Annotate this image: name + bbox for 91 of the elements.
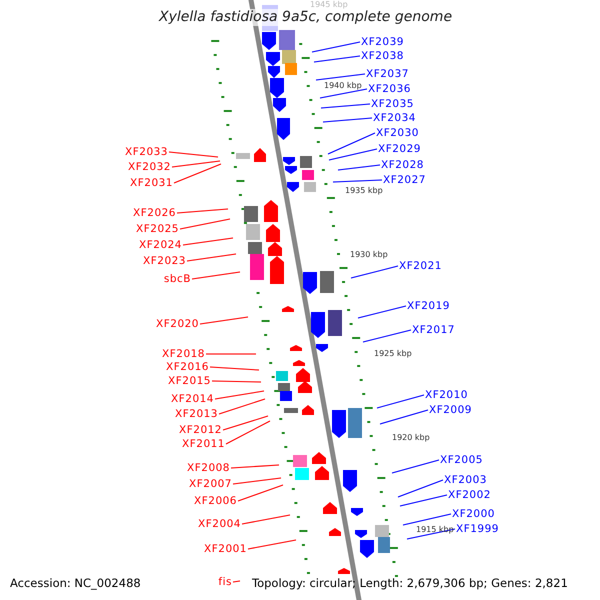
gene-label: XF2034 [373,112,416,124]
leader-line [180,218,230,230]
leader-line [312,42,360,52]
gene-label: XF2013 [175,408,218,420]
leader-line [314,56,360,62]
gene-label: XF2015 [168,375,211,387]
leader-line [232,580,240,582]
leader-line [174,164,222,184]
gene-label: XF2021 [399,260,442,272]
gene-label: XF2009 [429,404,472,416]
leader-line [212,380,262,382]
scale-label: 1930 kbp [350,250,388,259]
gene-label: XF1999 [456,523,499,535]
gene-label: XF2032 [128,161,171,173]
leader-line [328,148,378,160]
scale-label: 1935 kbp [345,186,383,195]
gene-label: XF2026 [133,207,176,219]
title: Xylella fastidiosa 9a5c, complete genome [159,9,452,26]
leader-line [328,132,376,154]
gene-label: XF2035 [371,98,414,110]
gene-label: XF2027 [383,174,426,186]
leader-line [320,88,368,98]
gene-label: XF2011 [182,438,225,450]
leader-line [376,394,424,408]
gene-label: XF2017 [412,324,455,336]
leader-line [362,330,412,342]
leader-line [380,410,428,424]
leader-line [176,208,228,214]
leader-line [350,266,398,278]
leader-line [316,74,366,80]
gene-label: XF2030 [376,127,419,139]
leader-line [398,480,444,498]
accession-text: Accession: NC_002488 [10,576,141,590]
leader-line [338,164,380,170]
leader-line [168,152,218,158]
scale-label: 1925 kbp [374,349,412,358]
scale-label: 1945 kbp [310,0,348,9]
scale-label: 1940 kbp [324,81,362,90]
leader-line [186,254,236,262]
leader-line [400,494,448,506]
gene-label: XF2023 [143,255,186,267]
gene-label: XF2008 [187,462,230,474]
gene-label: XF2005 [440,454,483,466]
genome-summary-text: Topology: circular; Length: 2,679,306 bp; Genes: 2,821 [252,576,568,590]
leader-line [332,180,382,182]
gene-label: XF2031 [130,177,173,189]
leader-line [402,514,452,526]
gene-label: XF2028 [381,159,424,171]
leader-line [248,540,296,550]
gene-label: XF2037 [366,68,409,80]
leader-line [322,118,372,122]
gene-label: XF2007 [189,478,232,490]
leader-line [172,160,220,168]
gene-label: XF2019 [407,300,450,312]
gene-label: XF2002 [448,489,491,501]
gene-label: XF2012 [179,424,222,436]
leader-line [238,484,284,502]
gene-label: XF2014 [171,393,214,405]
leader-line [210,366,260,370]
leader-line [226,420,270,444]
leader-line [242,514,290,524]
gene-label: XF2020 [156,318,199,330]
leader-line [192,272,240,280]
leader-line [218,398,266,414]
gene-label: XF2016 [166,361,209,373]
leader-line [320,104,370,108]
gene-label: XF2006 [194,495,237,507]
leader-line [200,316,248,324]
leader-line [230,464,280,468]
gene-label: XF2029 [378,143,421,155]
leader-line [182,238,234,246]
leader-line [222,416,268,430]
gene-label: XF2039 [361,36,404,48]
scale-label: 1920 kbp [392,433,430,442]
gene-label: XF2018 [162,348,205,360]
gene-label: XF2003 [444,474,487,486]
leader-line [392,460,440,474]
gene-label: XF2025 [136,223,179,235]
gene-label: sbcB [164,273,191,285]
gene-label: XF2000 [452,508,495,520]
gene-label: XF2038 [361,50,404,62]
leader-line [358,306,406,318]
gene-label: XF2036 [368,83,411,95]
leader-line [214,390,264,400]
gene-label: XF2001 [204,543,247,555]
gene-label: XF2024 [139,239,182,251]
leader-line [232,478,282,484]
gene-label: XF2010 [425,389,468,401]
gene-label: XF2033 [125,146,168,158]
gene-label: fis [218,576,232,588]
gene-label: XF2004 [198,518,241,530]
